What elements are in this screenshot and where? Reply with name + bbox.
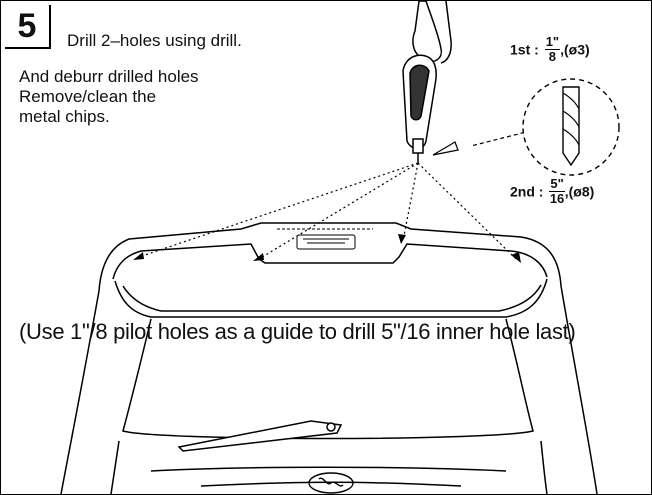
- first-drill-diameter: ,(ø3): [560, 41, 590, 58]
- spoiler-label-plate: [277, 228, 373, 250]
- first-drill-numerator: 1": [544, 34, 561, 50]
- instruction-body: And deburr drilled holes Remove/clean th…: [19, 67, 319, 127]
- drill-bit-icon: [522, 78, 620, 176]
- step-number: 5: [5, 5, 51, 49]
- tailgate-outline: [60, 222, 598, 494]
- second-drill-size: 2nd : 5" 16 ,(ø8): [510, 177, 594, 206]
- instruction-deburr: And deburr drilled holes: [19, 67, 199, 86]
- drill-guide-lines: [138, 162, 517, 260]
- second-drill-prefix: 2nd :: [510, 183, 544, 200]
- second-drill-numerator: 5": [549, 176, 565, 192]
- hand-icon: [412, 1, 452, 64]
- second-drill-denominator: 16: [549, 191, 565, 206]
- hyundai-logo-icon: [308, 472, 354, 494]
- first-drill-size: 1st : 1" 8 ,(ø3): [510, 35, 590, 64]
- instruction-chips: metal chips.: [19, 107, 110, 126]
- first-drill-denominator: 8: [548, 49, 556, 64]
- first-drill-prefix: 1st :: [510, 41, 539, 58]
- detail-pointer: [432, 128, 539, 156]
- instruction-remove: Remove/clean the: [19, 87, 157, 106]
- first-drill-fraction: 1" 8: [544, 34, 561, 64]
- hole-markers: [133, 234, 521, 263]
- second-drill-fraction: 5" 16: [549, 176, 565, 206]
- instruction-drill: Drill 2–holes using drill.: [67, 31, 242, 50]
- drill-icon: [402, 54, 437, 163]
- pilot-hole-note: (Use 1"/8 pilot holes as a guide to dril…: [19, 319, 576, 344]
- wiper-icon: [177, 420, 343, 452]
- second-drill-diameter: ,(ø8): [564, 183, 595, 200]
